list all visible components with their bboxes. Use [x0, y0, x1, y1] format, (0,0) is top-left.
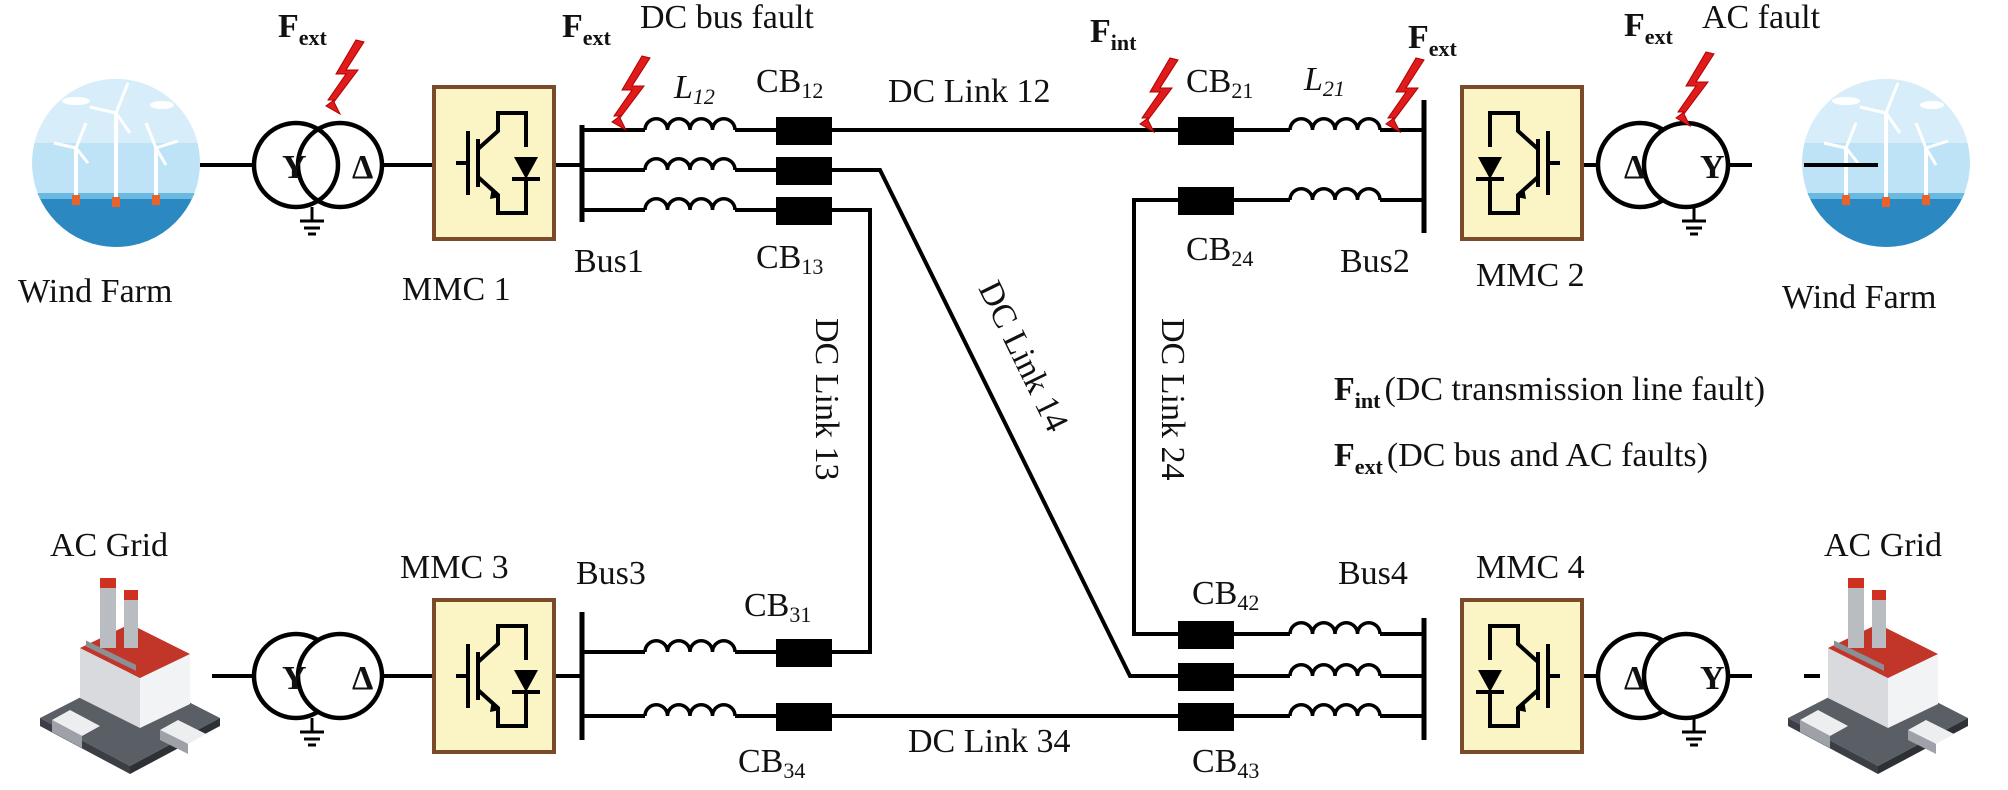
fault-bolt-dc-bus-2: [1385, 57, 1425, 133]
wind-farm-left-label: Wind Farm: [18, 273, 172, 310]
ac-grid-right-label: AC Grid: [1824, 527, 1942, 564]
dc-link-24-label: DC Link 24: [1154, 318, 1191, 480]
cb43-label: CB43: [1192, 743, 1259, 783]
ac-grid-left-icon: [40, 578, 220, 774]
fault-bolt-dc-line-12: [1139, 57, 1179, 133]
fault-bolt-ac-1: [325, 39, 365, 115]
transformer-1-y: Y: [282, 149, 307, 186]
transformer-4-delta: Δ: [1624, 660, 1645, 697]
cb12-label: CB12: [756, 63, 823, 103]
cb21-label: CB21: [1186, 63, 1253, 103]
transformer-3: Y Δ: [251, 631, 385, 747]
cb-24-block: [1178, 187, 1234, 215]
cb-21-block: [1178, 117, 1234, 145]
dc-link-14-label: DC Link 14: [971, 275, 1075, 437]
dc-link-34-label: DC Link 34: [908, 723, 1070, 760]
transformer-2-delta: Δ: [1624, 149, 1645, 186]
fault-bolt-dc-bus-1: [611, 55, 651, 131]
fault-bolt-ac-2: [1675, 51, 1715, 127]
ac-connections: [200, 163, 1878, 678]
wind-farm-left-icon: [26, 73, 206, 253]
cb-43-block: [1178, 703, 1234, 731]
dc-link-13-label: DC Link 13: [808, 318, 845, 480]
transformer-3-delta: Δ: [352, 660, 373, 697]
mmc-1-symbol: [432, 85, 556, 241]
transformer-1: Y Δ: [251, 120, 385, 236]
transformer-2-y: Y: [1700, 149, 1725, 186]
transformer-3-y: Y: [282, 660, 307, 697]
mmc4-label: MMC 4: [1476, 549, 1585, 586]
l12-label: L12: [673, 69, 715, 109]
mmc-2-symbol: [1462, 87, 1582, 239]
legend-fint: Fint(DC transmission line fault): [1334, 371, 1765, 413]
cb34-label: CB34: [738, 743, 805, 783]
bus3-label: Bus3: [576, 555, 646, 592]
fint-label: Fint: [1090, 13, 1137, 55]
mmc3-label: MMC 3: [400, 549, 509, 586]
fext-label-4: Fext: [1624, 7, 1674, 49]
cb-41-block: [1178, 663, 1234, 691]
mmc-3-symbol: [432, 598, 556, 754]
cb-12-block: [776, 117, 832, 145]
bus1-label: Bus1: [574, 243, 644, 280]
cb-42-block: [1178, 621, 1234, 649]
circuit-breakers: [776, 117, 1234, 731]
cb-34-block: [776, 703, 832, 731]
mmc2-label: MMC 2: [1476, 257, 1585, 294]
dc-lines: [582, 128, 1424, 718]
cb13-label: CB13: [756, 239, 823, 279]
fext-label-3: Fext: [1408, 19, 1458, 61]
cb42-label: CB42: [1192, 575, 1259, 615]
legend-fext: Fext(DC bus and AC faults): [1334, 437, 1708, 479]
cb24-label: CB24: [1186, 231, 1253, 271]
mmc-4-symbol: [1462, 600, 1582, 752]
dc-link-12-label: DC Link 12: [888, 73, 1050, 110]
cb-13-block: [776, 197, 832, 225]
ac-grid-left-label: AC Grid: [50, 527, 168, 564]
transformer-4-y: Y: [1700, 660, 1725, 697]
transformer-2: Δ Y: [1595, 120, 1731, 236]
bus4-label: Bus4: [1338, 555, 1408, 592]
cb-14-block: [776, 157, 832, 185]
cb31-label: CB31: [744, 587, 811, 627]
bus2-label: Bus2: [1340, 243, 1410, 280]
fext-label-1: Fext: [278, 8, 328, 50]
transformer-4: Δ Y: [1595, 631, 1731, 747]
wind-farm-right-label: Wind Farm: [1782, 279, 1936, 316]
fext-label-2: Fext: [562, 8, 612, 50]
l21-label: L21: [1303, 61, 1345, 101]
mmc1-label: MMC 1: [402, 271, 511, 308]
ac-fault-label: AC fault: [1702, 0, 1821, 36]
dc-bus-fault-label: DC bus fault: [640, 0, 814, 36]
transformer-1-delta: Δ: [352, 149, 373, 186]
cb-31-block: [776, 639, 832, 667]
